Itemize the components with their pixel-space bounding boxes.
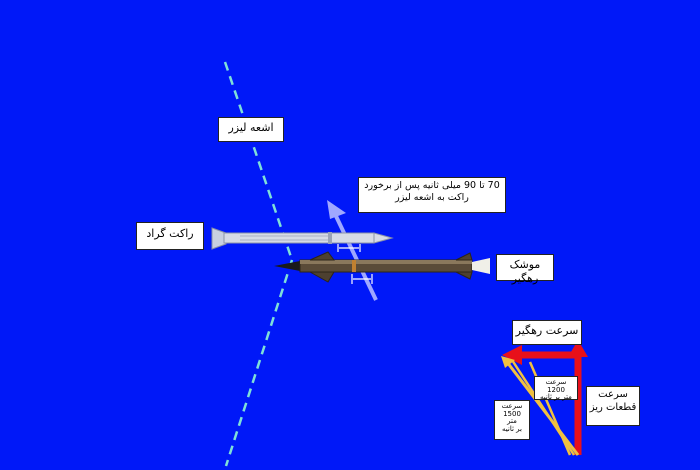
laser-beam-label: اشعه لیزر: [218, 117, 284, 142]
speed-1200-label: سرعت 1200 متر بر ثانیه: [534, 376, 578, 401]
interceptor-front-fins: [308, 251, 335, 283]
grad-rocket-fins: [211, 227, 227, 250]
grad-rocket-label: راکت گراد: [136, 222, 204, 250]
speed-1500-label: سرعت 1500 متر بر ثانیه: [494, 400, 530, 440]
velocity-vector-line: [333, 213, 378, 301]
velocity-diagram: [501, 340, 588, 456]
fragment-velocity-label: سرعت قطعات ریز: [586, 386, 640, 426]
interceptor-velocity-label: سرعت رهگیر: [512, 320, 582, 345]
interceptor-distance-marker: [351, 274, 373, 284]
grad-rocket-body: [223, 232, 375, 244]
grad-rocket-nose: [373, 232, 394, 244]
grad-rocket: [211, 227, 394, 250]
interceptor-exhaust: [472, 258, 490, 274]
laser-beam-top: [223, 61, 294, 261]
interceptor-rear-fins: [455, 252, 473, 280]
interceptor-nose: [274, 261, 300, 271]
grad-distance-marker: [337, 244, 361, 252]
laser-beam-main: [225, 60, 300, 240]
laser-beam-bottom: [224, 259, 294, 467]
interceptor-missile-label: موشک رهگیر: [496, 254, 554, 285]
velocity-vector-head: [327, 200, 346, 219]
impact-time-label: 70 تا 90 میلی ثانیه پس از برخورد راکت به…: [358, 177, 506, 213]
interceptor-missile: [274, 251, 490, 283]
